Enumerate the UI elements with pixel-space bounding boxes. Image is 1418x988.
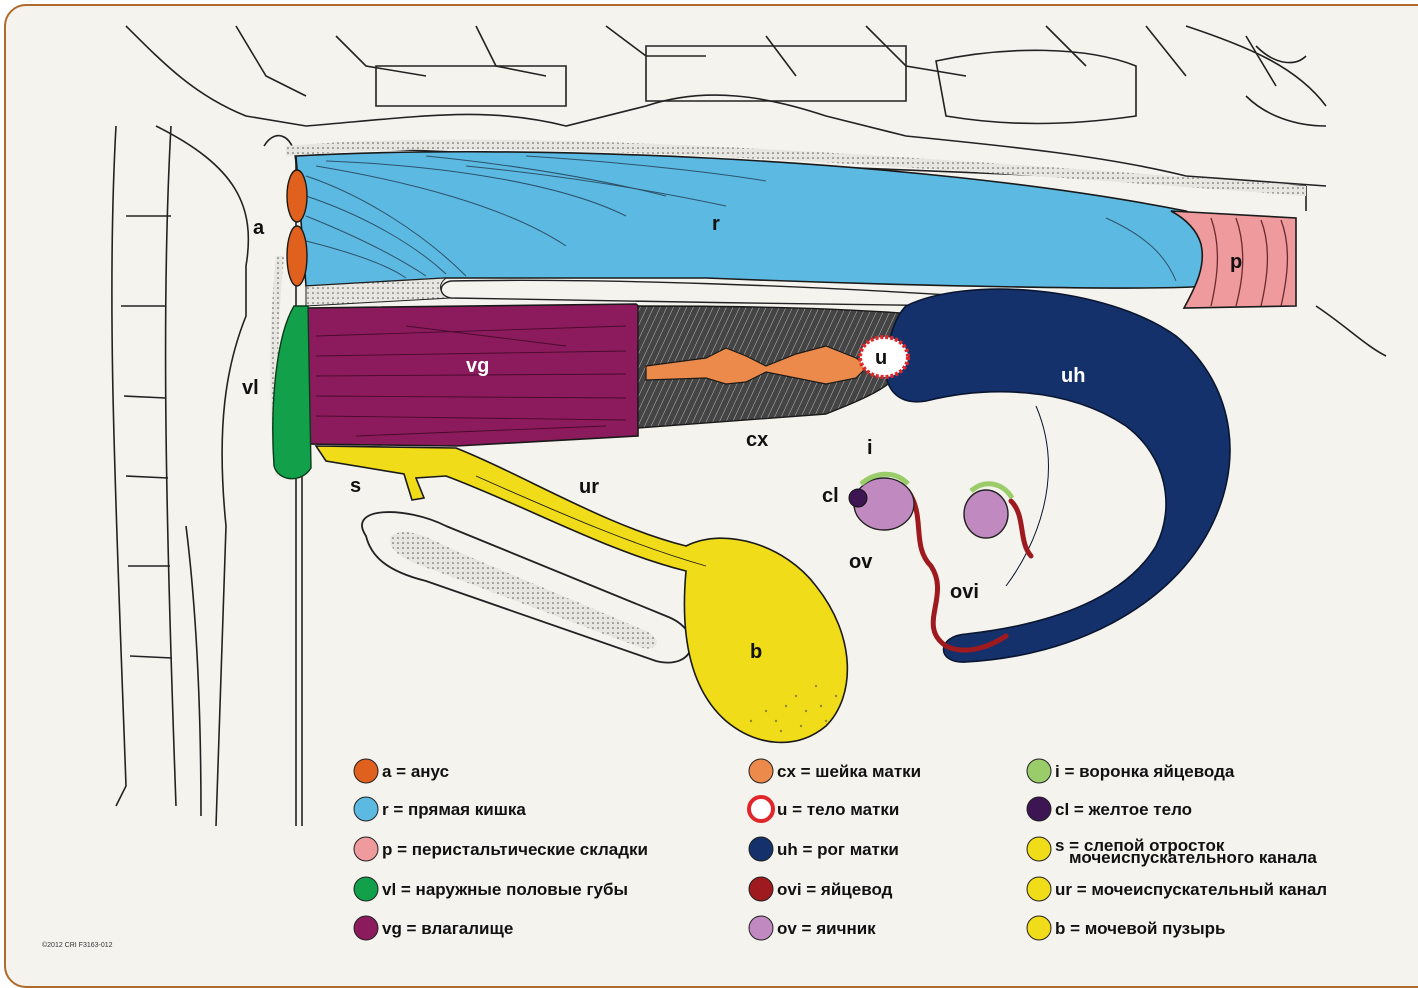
legend-text-b: b = мочевой пузырь [1055,919,1225,938]
legend-text-r: r = прямая кишка [382,800,526,819]
legend-swatch-ovi [749,877,773,901]
diagram-frame: a r p vl vg u uh cx i cl ov ovi s ur b a… [4,4,1418,988]
ovary-right [964,484,1012,538]
label-vl: vl [242,377,259,399]
legend-text-a: a = анус [382,762,449,781]
label-b: b [750,641,762,663]
legend-text-ovi: ovi = яйцевод [777,880,893,899]
copyright-text: ©2012 CRI F3163-012 [42,942,113,949]
label-cx: cx [746,429,768,451]
label-p: p [1230,251,1242,273]
legend-text-cl: cl = желтое тело [1055,800,1192,819]
legend-text-u: u = тело матки [777,800,899,819]
legend-swatch-cx [749,759,773,783]
legend-swatch-b [1027,916,1051,940]
corpus-luteum-shape [849,489,867,507]
label-u: u [875,347,887,369]
legend-swatch-p [354,837,378,861]
label-ur: ur [579,476,599,498]
legend-swatch-ur [1027,877,1051,901]
legend-text-ov: ov = яичник [777,919,876,938]
legend-text-i: i = воронка яйцевода [1055,762,1235,781]
legend-swatch-ov [749,916,773,940]
legend-text-vl: vl = наружные половые губы [382,880,628,899]
label-vg: vg [466,355,489,377]
legend-swatch-a [354,759,378,783]
label-cl: cl [822,485,839,507]
label-uh: uh [1061,365,1085,387]
label-ovi: ovi [950,581,979,603]
legend-swatch-i [1027,759,1051,783]
label-ov: ov [849,551,873,573]
legend-swatch-cl [1027,797,1051,821]
legend-text-p: p = перистальтические складки [382,840,648,859]
legend-swatch-r [354,797,378,821]
reproductive-tract-diagram: a r p vl vg u uh cx i cl ov ovi s ur b a… [6,6,1418,968]
legend-text-vg: vg = влагалище [382,919,513,938]
legend-swatch-vl [354,877,378,901]
label-r: r [712,213,720,235]
label-s: s [350,475,361,497]
legend-swatch-vg [354,916,378,940]
legend-swatch-s [1027,837,1051,861]
legend-text-cx: cx = шейка матки [777,762,921,781]
legend-text-ur: ur = мочеиспускательный канал [1055,880,1327,899]
legend: a = анус r = прямая кишка p = перистальтич… [354,759,1327,940]
legend-text-s-line2: мочеиспускательного канала [1069,848,1317,867]
legend-text-uh: uh = рог матки [777,840,899,859]
label-a: a [253,217,265,239]
legend-swatch-uh [749,837,773,861]
legend-swatch-u [749,797,773,821]
label-i: i [867,437,873,459]
